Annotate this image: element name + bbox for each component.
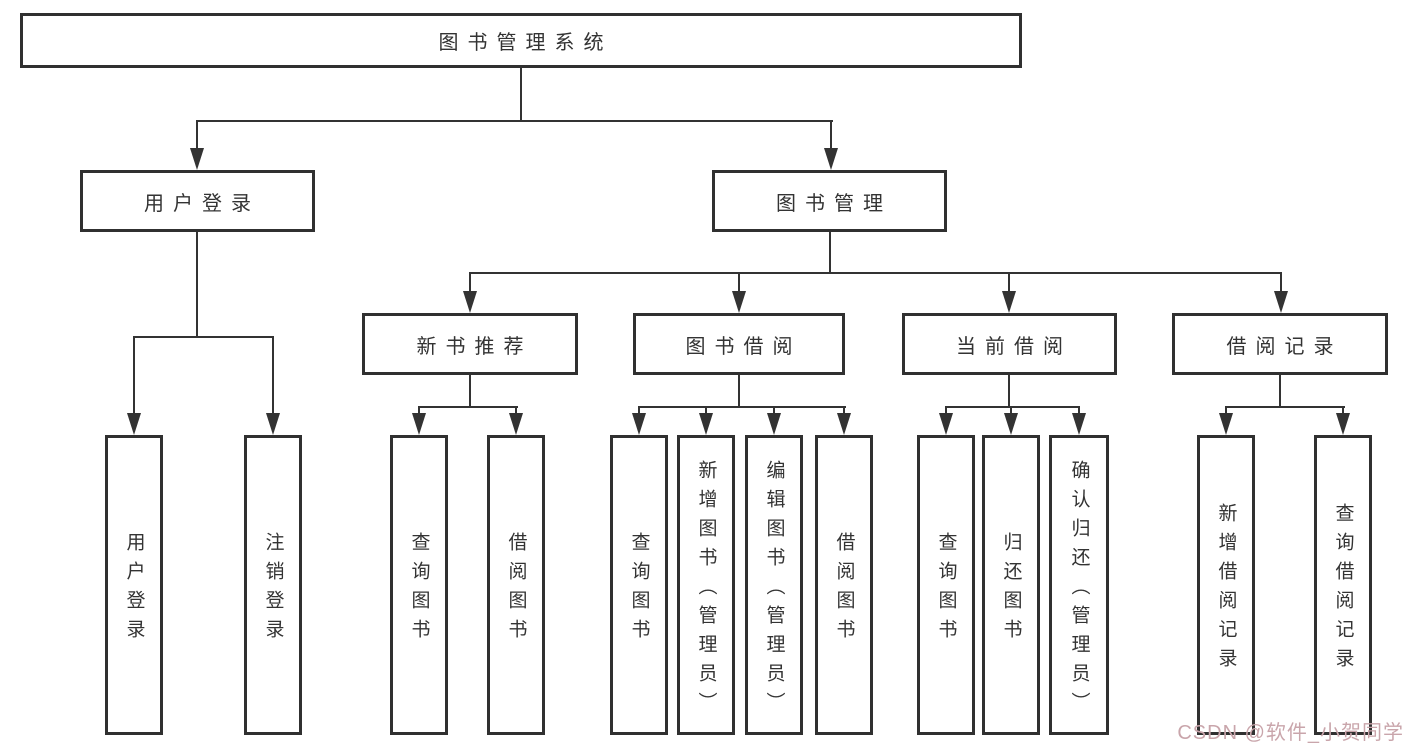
- connector-line: [133, 336, 274, 338]
- arrow-down-icon: [1219, 413, 1233, 435]
- connector-line: [1342, 408, 1344, 415]
- connector-line: [133, 338, 135, 415]
- connector-line: [418, 408, 420, 415]
- arrow-down-icon: [412, 413, 426, 435]
- node-label: 用户登录: [123, 532, 145, 648]
- connector-line: [773, 408, 775, 415]
- connector-line: [1008, 274, 1010, 293]
- watermark: CSDN @软件_小贺同学: [1177, 722, 1404, 744]
- leaf-borrow-books: 借阅图书: [815, 435, 873, 735]
- arrow-down-icon: [1274, 291, 1288, 313]
- node-label: 借阅记录: [1226, 335, 1343, 358]
- leaf-query-books-current: 查询图书: [917, 435, 975, 735]
- leaf-query-books-borrow: 查询图书: [610, 435, 668, 735]
- connector-line: [469, 272, 1282, 274]
- node-label: 图书管理: [776, 192, 892, 215]
- connector-line: [469, 274, 471, 293]
- connector-line: [945, 408, 947, 415]
- node-label: 新增借阅记录: [1215, 503, 1237, 677]
- arrow-down-icon: [837, 413, 851, 435]
- connector-line: [1225, 406, 1345, 408]
- arrow-down-icon: [699, 413, 713, 435]
- node-root: 图书管理系统: [20, 13, 1022, 68]
- leaf-add-books-admin: 新增图书（管理员）: [677, 435, 735, 735]
- node-label: 归还图书: [1000, 532, 1022, 648]
- node-borrow-records: 借阅记录: [1172, 313, 1388, 375]
- node-label: 查询图书: [408, 532, 430, 648]
- connector-line: [738, 274, 740, 293]
- connector-line: [829, 232, 831, 272]
- connector-line: [1010, 408, 1012, 415]
- node-label: 当前借阅: [956, 335, 1072, 358]
- node-label: 确认归还（管理员）: [1068, 459, 1090, 721]
- arrow-down-icon: [632, 413, 646, 435]
- connector-line: [520, 68, 522, 120]
- connector-line: [738, 375, 740, 406]
- connector-line: [843, 408, 845, 415]
- arrow-down-icon: [509, 413, 523, 435]
- leaf-add-borrow-record: 新增借阅记录: [1197, 435, 1255, 735]
- connector-line: [469, 375, 471, 406]
- connector-line: [1225, 408, 1227, 415]
- node-label: 图书管理系统: [438, 32, 613, 54]
- node-label: 编辑图书（管理员）: [763, 459, 785, 721]
- arrow-down-icon: [1002, 291, 1016, 313]
- leaf-query-books-recommend: 查询图书: [390, 435, 448, 735]
- connector-line: [638, 406, 846, 408]
- connector-line: [1280, 274, 1282, 293]
- leaf-logout: 注销登录: [244, 435, 302, 735]
- leaf-edit-books-admin: 编辑图书（管理员）: [745, 435, 803, 735]
- connector-line: [945, 406, 1080, 408]
- node-label: 图书借阅: [685, 335, 802, 358]
- arrow-down-icon: [939, 413, 953, 435]
- connector-line: [418, 406, 518, 408]
- arrow-down-icon: [463, 291, 477, 313]
- connector-line: [196, 122, 198, 150]
- node-label: 查询图书: [628, 532, 650, 648]
- connector-line: [1078, 408, 1080, 415]
- arrow-down-icon: [824, 148, 838, 170]
- connector-line: [1008, 375, 1010, 406]
- arrow-down-icon: [1072, 413, 1086, 435]
- connector-line: [196, 120, 833, 122]
- connector-line: [1279, 375, 1281, 406]
- arrow-down-icon: [266, 413, 280, 435]
- connector-line: [515, 408, 517, 415]
- node-label: 查询图书: [935, 532, 957, 648]
- arrow-down-icon: [1336, 413, 1350, 435]
- arrow-down-icon: [190, 148, 204, 170]
- leaf-confirm-return-admin: 确认归还（管理员）: [1049, 435, 1109, 735]
- node-book-borrow: 图书借阅: [633, 313, 845, 375]
- leaf-return-books: 归还图书: [982, 435, 1040, 735]
- connector-line: [830, 122, 832, 150]
- arrow-down-icon: [127, 413, 141, 435]
- connector-line: [196, 232, 198, 336]
- node-current-borrow: 当前借阅: [902, 313, 1117, 375]
- leaf-borrow-books-recommend: 借阅图书: [487, 435, 545, 735]
- arrow-down-icon: [732, 291, 746, 313]
- leaf-query-borrow-record: 查询借阅记录: [1314, 435, 1372, 735]
- connector-line: [272, 338, 274, 415]
- connector-line: [638, 408, 640, 415]
- node-label: 注销登录: [262, 532, 284, 648]
- node-label: 新增图书（管理员）: [695, 459, 717, 721]
- node-user-login: 用户登录: [80, 170, 315, 232]
- node-label: 查询借阅记录: [1332, 503, 1354, 677]
- node-book-management: 图书管理: [712, 170, 947, 232]
- connector-line: [705, 408, 707, 415]
- arrow-down-icon: [767, 413, 781, 435]
- arrow-down-icon: [1004, 413, 1018, 435]
- leaf-user-login: 用户登录: [105, 435, 163, 735]
- node-label: 借阅图书: [505, 532, 527, 648]
- node-label: 新书推荐: [416, 335, 533, 358]
- node-new-book-recommend: 新书推荐: [362, 313, 578, 375]
- node-label: 借阅图书: [833, 532, 855, 648]
- node-label: 用户登录: [144, 192, 260, 215]
